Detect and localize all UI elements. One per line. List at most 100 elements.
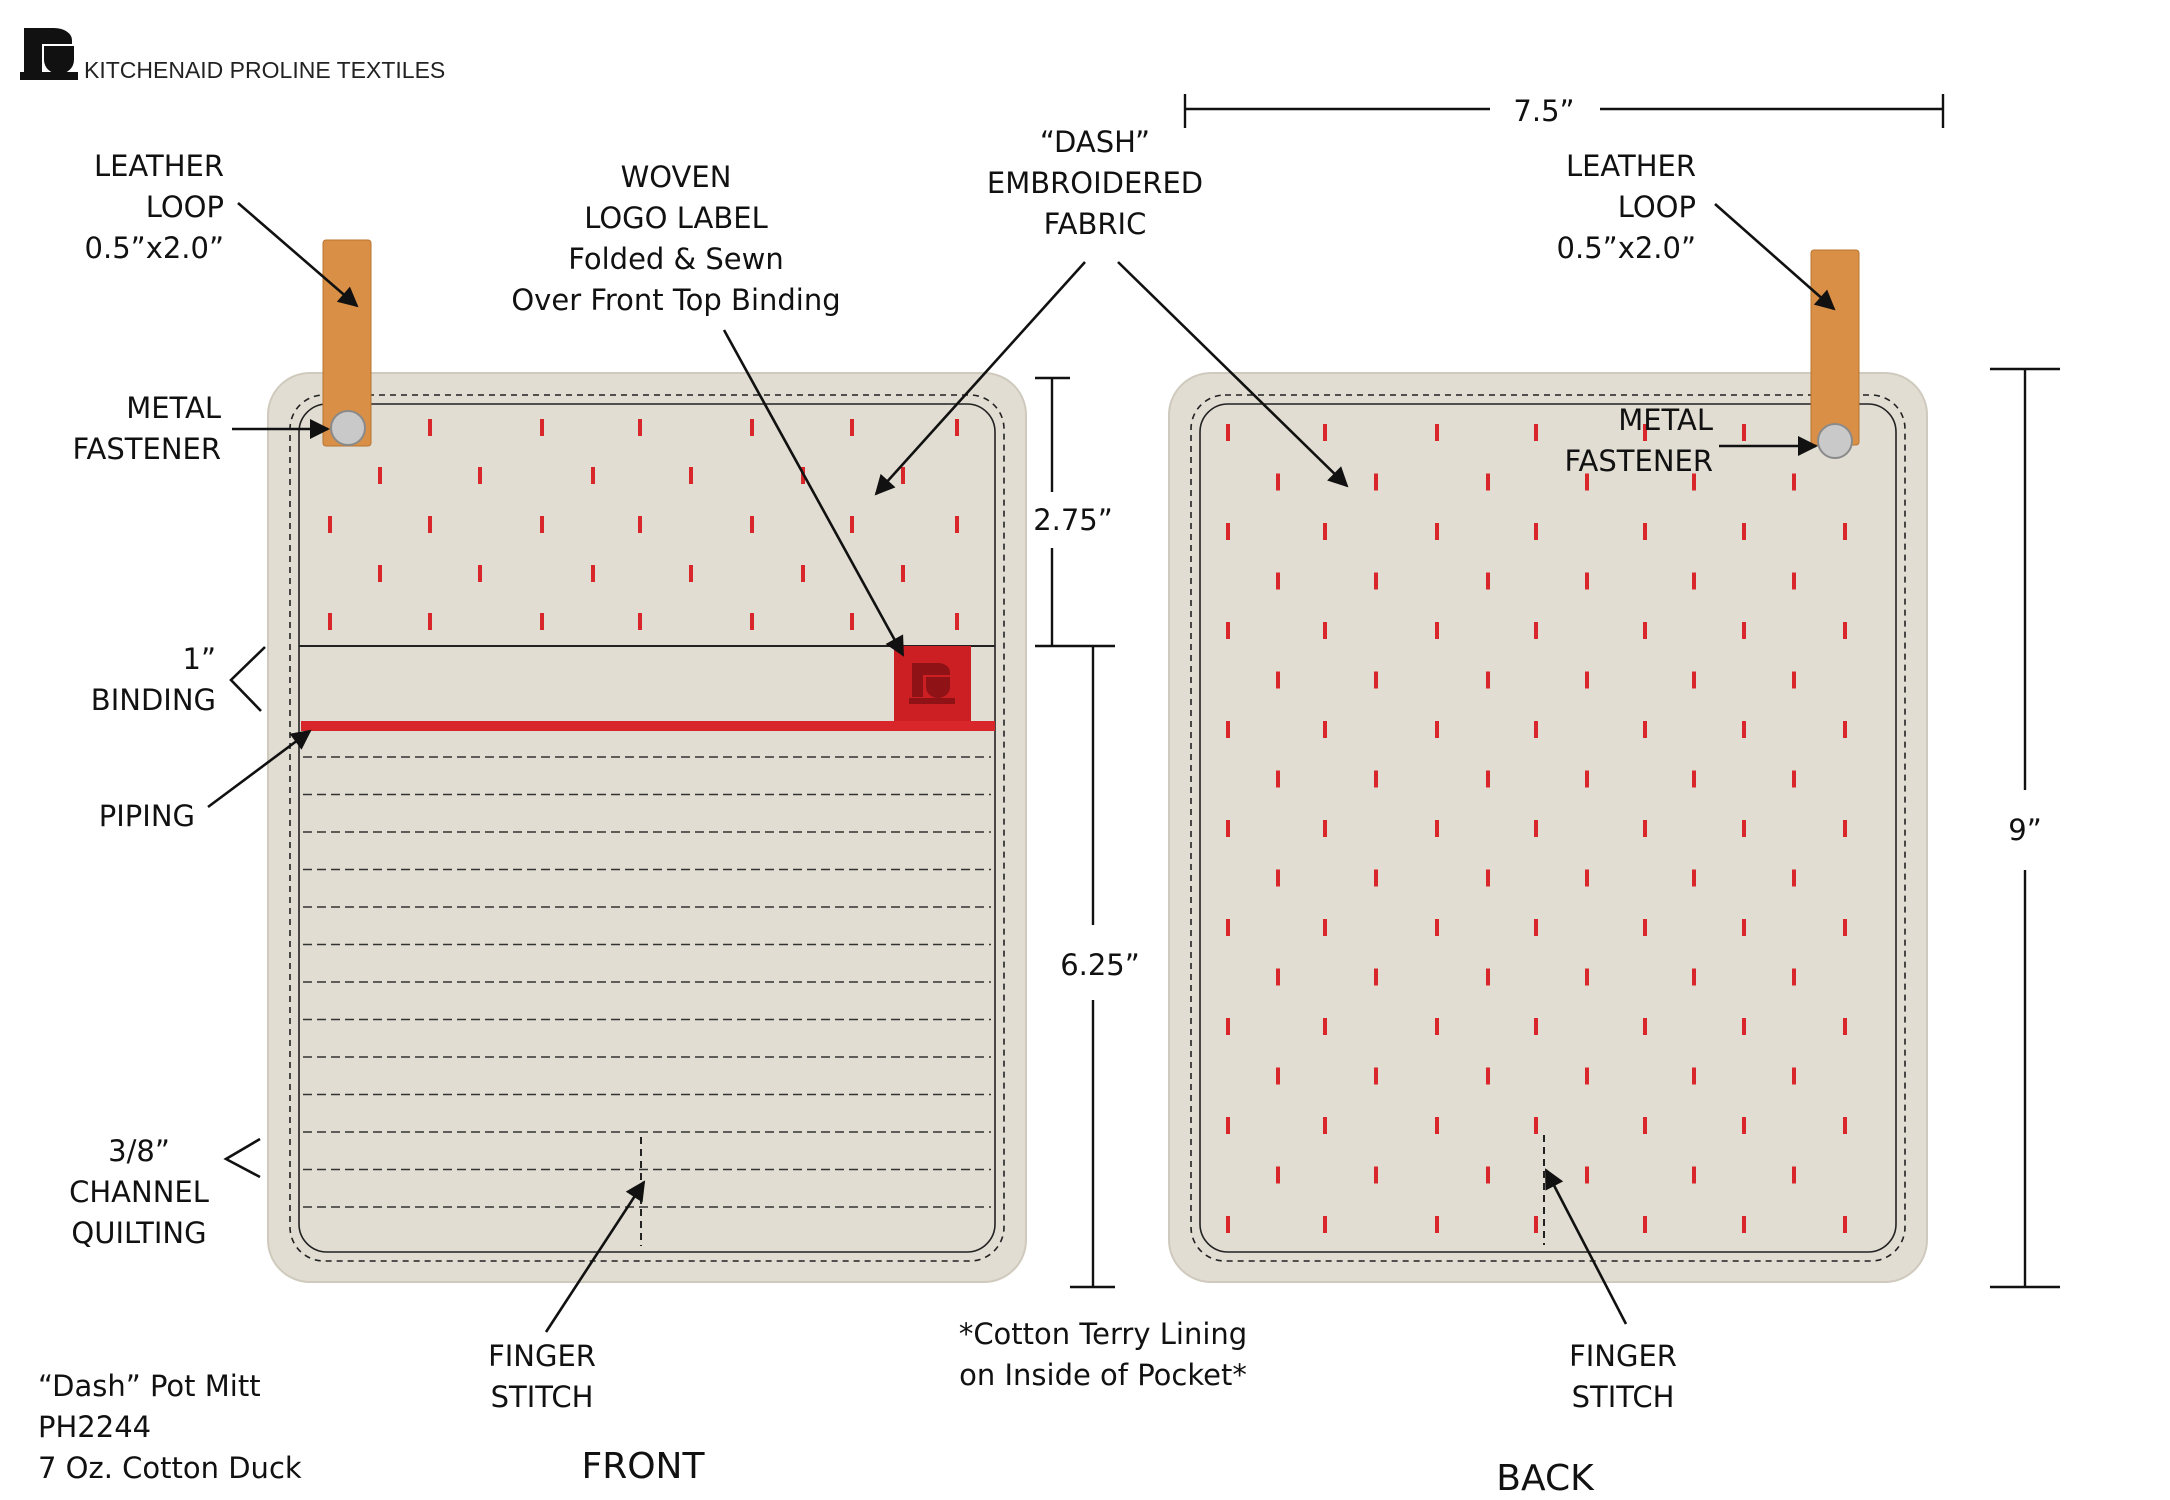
embroidered-dash (1486, 671, 1490, 689)
embroidered-dash (1792, 1067, 1796, 1085)
front-view-label: FRONT (582, 1446, 706, 1487)
callout-line: FASTENER (1565, 444, 1713, 478)
embroidered-dash (1643, 523, 1647, 540)
embroidered-dash (1374, 473, 1378, 491)
embroidered-dash (1534, 1117, 1538, 1134)
embroidered-dash (1374, 770, 1378, 788)
embroidered-dash (1843, 1018, 1847, 1035)
channel-quilting (303, 756, 991, 1208)
embroidered-dash (1585, 473, 1589, 491)
embroidered-dash (1742, 820, 1746, 837)
embroidered-dash (1486, 869, 1490, 887)
embroidered-dash (1692, 968, 1696, 986)
front-loop-arrow (237, 202, 359, 308)
callout-line: STITCH (1572, 1380, 1675, 1414)
embroidered-dash (1323, 1117, 1327, 1134)
embroidered-dash (1742, 1117, 1746, 1134)
embroidered-dash (1323, 622, 1327, 639)
embroidered-dash (1226, 721, 1230, 738)
back-leather-loop (1810, 249, 1860, 446)
embroidered-dash (1226, 1216, 1230, 1233)
embroidered-dash (1323, 919, 1327, 936)
embroidered-dash (1792, 1166, 1796, 1184)
callout-line: FABRIC (1044, 207, 1147, 241)
callout-line: “DASH” (1040, 125, 1150, 159)
embroidered-dash (1643, 721, 1647, 738)
embroidered-dash (1276, 869, 1280, 887)
embroidered-dash (1226, 1117, 1230, 1134)
embroidered-dash (591, 565, 595, 582)
label-mixer-icon (909, 663, 955, 704)
embroidered-dash (1692, 770, 1696, 788)
embroidered-dash (1226, 820, 1230, 837)
front-metal-fastener (330, 410, 366, 446)
embroidered-dash (1692, 1067, 1696, 1085)
embroidered-dash (1276, 671, 1280, 689)
embroidered-dash (1792, 968, 1796, 986)
woven-logo-label (894, 646, 971, 721)
dimension-lower-section (1070, 644, 1115, 1289)
embroidered-dash (1374, 671, 1378, 689)
embroidered-dash (1692, 1166, 1696, 1184)
callout-line: EMBROIDERED (987, 166, 1203, 200)
back-outer-stitch (1190, 394, 1906, 1262)
piping-arrow (207, 729, 312, 809)
embroidered-dash (1534, 622, 1538, 639)
callout-line: LOOP (146, 190, 224, 224)
embroidered-dash (1742, 622, 1746, 639)
embroidered-dash (1323, 1216, 1327, 1233)
embroidered-dash (1276, 1166, 1280, 1184)
embroidered-dash (1742, 721, 1746, 738)
callout-line: Folded & Sewn (568, 242, 784, 276)
embroidered-dash (1585, 572, 1589, 590)
embroidered-dash (1792, 473, 1796, 491)
callout-line: LEATHER (94, 149, 224, 183)
embroidered-dash (750, 516, 754, 533)
piping (301, 721, 995, 731)
embroidered-dash (1435, 721, 1439, 738)
embroidered-dash (1226, 919, 1230, 936)
stand-mixer-logo-icon (20, 28, 78, 80)
dimension-width (1183, 94, 1945, 128)
embroidered-dash (850, 419, 854, 436)
front-outer-stitch (289, 394, 1005, 1262)
callout-line: 0.5”x2.0” (1557, 231, 1696, 265)
embroidered-dash (901, 565, 905, 582)
embroidered-dash (1692, 572, 1696, 590)
front-mitt (267, 239, 1027, 1283)
dimension-width-label: 7.5” (1513, 94, 1574, 128)
embroidered-dash (1692, 869, 1696, 887)
callout-line: LOGO LABEL (584, 201, 768, 235)
embroidered-dash (850, 613, 854, 630)
embroidered-dash (1534, 919, 1538, 936)
embroidered-dash (1435, 1216, 1439, 1233)
front-inner-seam (298, 403, 996, 1253)
embroidered-dash (638, 419, 642, 436)
embroidered-dash (1374, 1067, 1378, 1085)
embroidered-dash (1276, 770, 1280, 788)
embroidered-dash (1435, 1018, 1439, 1035)
embroidered-dash (1792, 572, 1796, 590)
embroidered-dash (1843, 1117, 1847, 1134)
callout-line: 0.5”x2.0” (85, 231, 224, 265)
embroidered-dash (1374, 869, 1378, 887)
embroidered-dash (1692, 473, 1696, 491)
embroidered-dash (1742, 424, 1746, 441)
embroidered-dash (378, 467, 382, 484)
embroidered-dash (689, 565, 693, 582)
embroidered-dash (591, 467, 595, 484)
embroidered-dash (1742, 1018, 1746, 1035)
embroidered-dash (1374, 1166, 1378, 1184)
embroidered-dash (1742, 523, 1746, 540)
callout-line: 1” (183, 642, 216, 676)
embroidered-dash (1486, 1166, 1490, 1184)
woven-label-arrow (722, 329, 905, 657)
embroidered-dash (1435, 1117, 1439, 1134)
embroidered-dash (540, 516, 544, 533)
callout-binding: 1”BINDING (91, 642, 216, 717)
